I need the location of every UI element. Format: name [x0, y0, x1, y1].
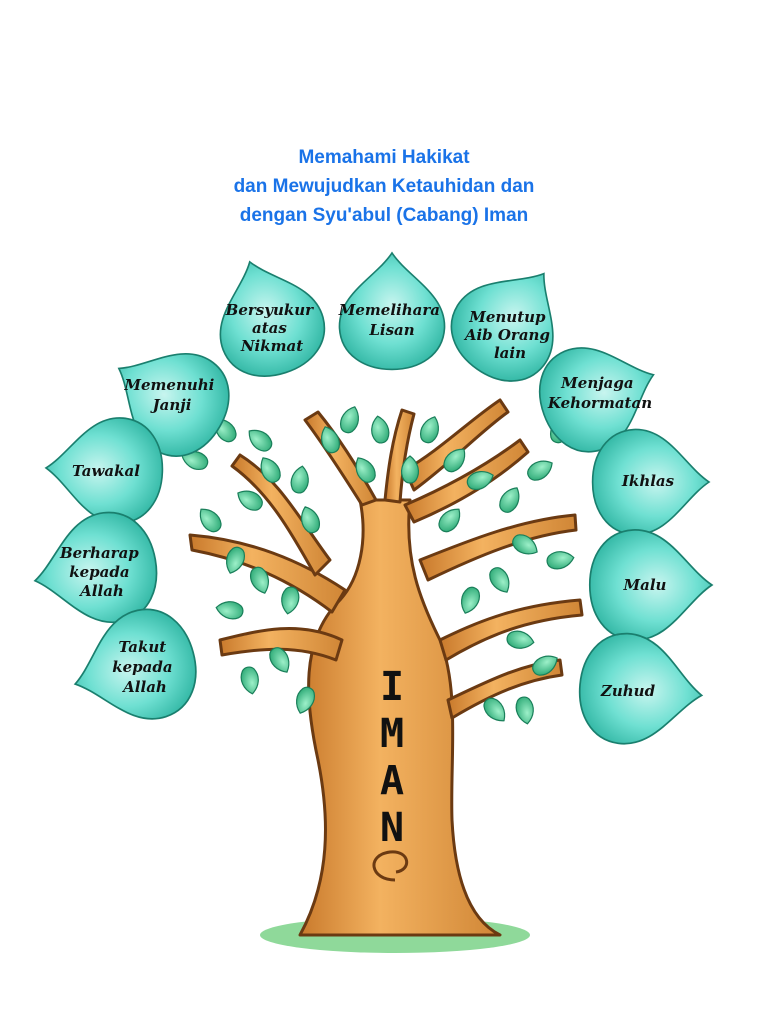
trunk-knot: [372, 850, 408, 882]
leaf-labels: Bersyukur atas Nikmat Memelihara Lisan M…: [59, 301, 675, 700]
leaf-label-memelihara: Memelihara Lisan: [338, 301, 445, 339]
leaf-label-line: lain: [494, 344, 526, 362]
leaf-label-line: Takut: [119, 638, 167, 656]
leaf-label-berharap: Berharap kepada Allah: [59, 544, 144, 600]
leaf-label-line: Berharap: [59, 544, 139, 562]
trunk-letter-i: I: [380, 664, 404, 710]
leaf-label-line: Allah: [121, 678, 167, 696]
trunk-letter-a: A: [380, 758, 404, 804]
leaf-label-takut: Takut kepada Allah: [112, 638, 178, 696]
leaf-label-line: kepada: [69, 563, 129, 581]
leaf-label-malu: Malu: [623, 576, 667, 594]
leaf-label-line: Menjaga: [560, 374, 633, 392]
leaf-label-line: Menutup: [468, 308, 546, 326]
leaf-label-ikhlas: Ikhlas: [621, 472, 675, 490]
leaf-label-line: Memenuhi: [123, 376, 214, 394]
leaf-label-line: Memelihara: [338, 301, 440, 319]
trunk-letter-n: N: [380, 805, 404, 851]
title-line-3: dengan Syu'abul (Cabang) Iman: [239, 205, 529, 226]
tree-trunk: [188, 398, 584, 937]
leaf-label-line: atas: [252, 319, 287, 337]
leaf-label-line: Nikmat: [240, 337, 303, 355]
leaf-label-line: Bersyukur: [225, 301, 314, 319]
leaf-label-menutup: Menutup Aib Orang lain: [463, 308, 555, 362]
diagram-title: Memahami Hakikat dan Mewujudkan Ketauhid…: [0, 143, 768, 230]
trunk-label: I M A N: [380, 664, 404, 851]
leaf-label-line: Lisan: [368, 321, 414, 339]
trunk-letter-m: M: [380, 711, 404, 757]
leaf-label-tawakal: Tawakal: [72, 462, 140, 480]
leaf-label-line: Kehormatan: [547, 394, 652, 412]
title-line-1: Memahami Hakikat: [298, 147, 470, 168]
leaf-label-menjaga: Menjaga Kehormatan: [547, 374, 652, 412]
leaf-label-bersyukur: Bersyukur atas Nikmat: [225, 301, 319, 355]
leaf-label-line: Allah: [78, 582, 124, 600]
title-line-2: dan Mewujudkan Ketauhidan dan: [233, 176, 535, 197]
leaf-label-line: Janji: [150, 396, 192, 414]
leaf-label-line: kepada: [112, 658, 172, 676]
leaf-label-zuhud: Zuhud: [600, 682, 656, 700]
leaf-label-memenuhi: Memenuhi Janji: [123, 376, 219, 414]
leaf-label-line: Aib Orang: [463, 326, 550, 344]
